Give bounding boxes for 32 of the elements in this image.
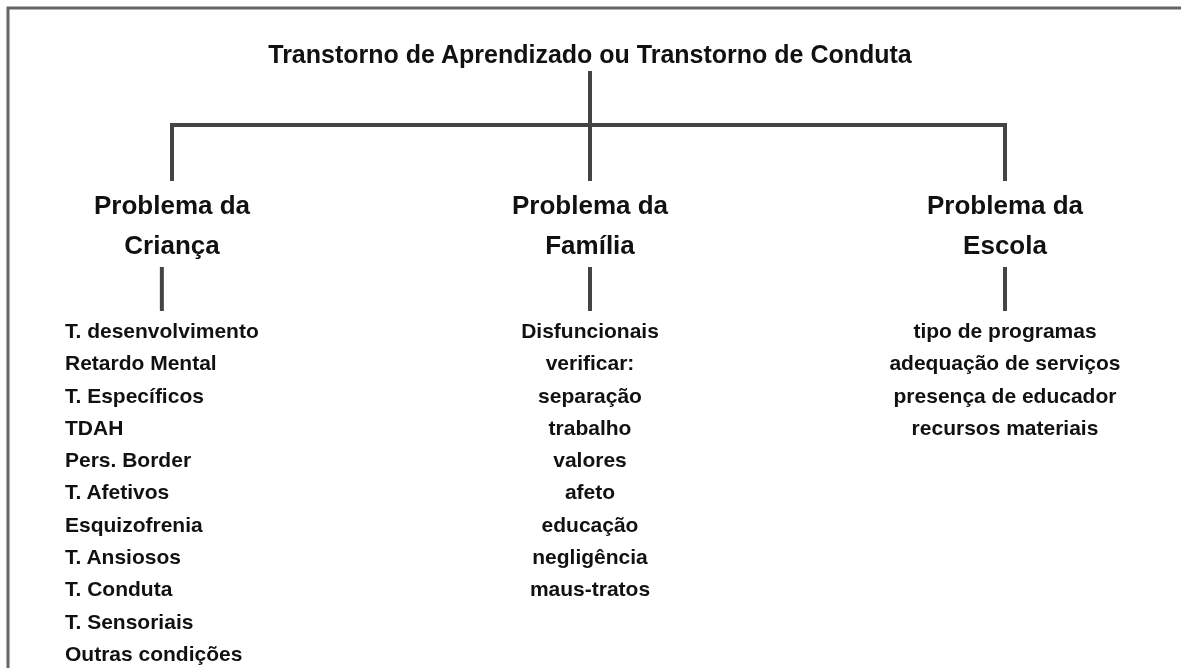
list-item: Pers. Border (65, 447, 192, 474)
connector-line (1003, 267, 1007, 311)
list-item: adequação de serviços (889, 350, 1121, 377)
list-item: afeto (564, 479, 616, 506)
list-item: separação (538, 382, 642, 409)
list-item: maus-tratos (529, 576, 651, 603)
list-item: verificar: (545, 350, 635, 377)
list-item: T. Específicos (65, 382, 204, 409)
connector-line (159, 267, 164, 311)
category-heading: Problema da Família (475, 185, 705, 265)
list-item: negligência (532, 544, 648, 571)
list-item: Outras condições (65, 640, 243, 667)
category-heading: Problema da Criança (57, 185, 287, 265)
list-item: educação (541, 511, 639, 538)
list-item: T. Conduta (65, 576, 173, 603)
list-item: T. Afetivos (65, 479, 170, 506)
list-item: Retardo Mental (65, 350, 217, 377)
list-item: Disfuncionais (521, 318, 659, 344)
list-item: trabalho (548, 414, 632, 441)
list-item: tipo de programas (913, 318, 1097, 344)
list-item: T. Sensoriais (65, 608, 194, 635)
category-heading: Problema da Escola (890, 185, 1120, 265)
connector-line (588, 267, 592, 311)
connector-line (588, 71, 1007, 181)
list-item: T. Ansiosos (65, 544, 181, 571)
list-item: Esquizofrenia (65, 511, 203, 538)
list-item: valores (553, 447, 627, 474)
list-item: TDAH (65, 414, 124, 441)
list-item: T. desenvolvimento (65, 318, 259, 344)
list-item: recursos materiais (911, 414, 1099, 441)
title-text: Transtorno de Aprendizado ou Transtorno de Conduta (90, 40, 1090, 69)
list-item: presença de educador (893, 382, 1117, 409)
